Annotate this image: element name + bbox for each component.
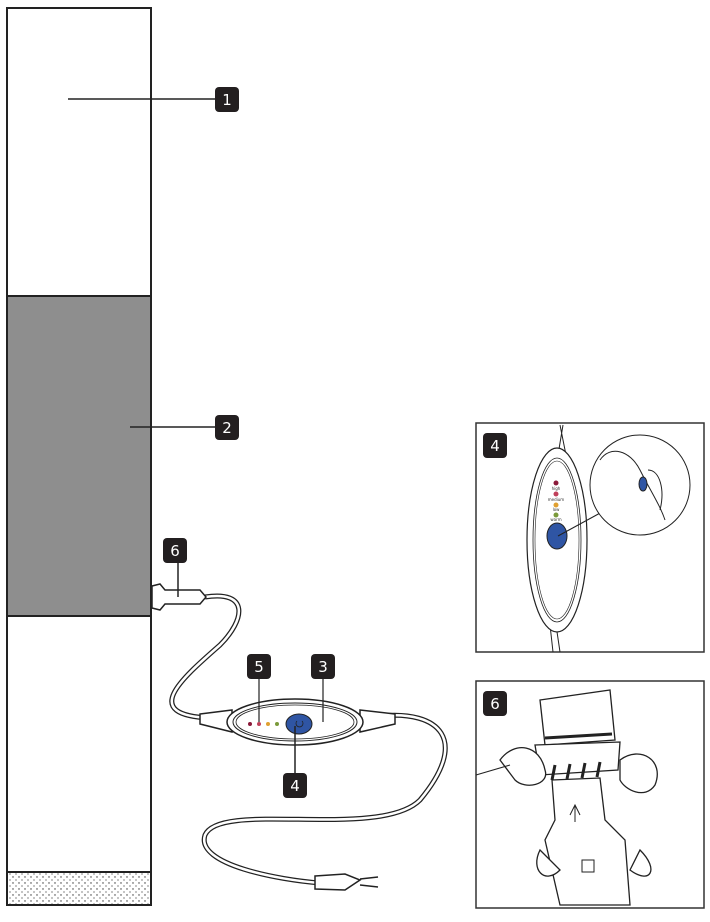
svg-text:high: high [552,486,561,491]
svg-text:warm: warm [550,517,561,522]
callout-6: 6 [163,538,187,563]
svg-text:low: low [553,507,561,512]
callout-2: 2 [215,415,239,440]
svg-text:6: 6 [170,542,180,560]
power-icon [295,720,304,728]
led-indicators [248,722,279,726]
mains-plug [314,873,379,891]
inset-controller: 4 high medium low warm [475,422,705,653]
svg-text:3: 3 [318,658,328,676]
callout-4: 4 [283,773,307,798]
svg-text:medium: medium [548,497,565,502]
pad-heated-section [6,295,152,617]
svg-text:4: 4 [490,437,500,455]
callout-3: 3 [311,654,335,679]
pad-textured-edge [6,871,152,906]
svg-text:6: 6 [490,695,500,713]
inset-power-button [546,522,568,550]
pad-top-section [6,7,152,297]
pad-connector-plug [151,560,207,611]
heating-pad [6,7,152,906]
inset-connector: 6 [475,680,705,909]
svg-text:4: 4 [290,777,300,795]
power-button[interactable] [285,713,313,735]
callout-1: 1 [215,87,239,112]
pad-bottom-section [6,615,152,873]
svg-text:1: 1 [222,91,232,109]
callout-5: 5 [247,654,271,679]
svg-text:5: 5 [254,658,264,676]
controller [199,698,396,746]
svg-text:2: 2 [222,419,232,437]
